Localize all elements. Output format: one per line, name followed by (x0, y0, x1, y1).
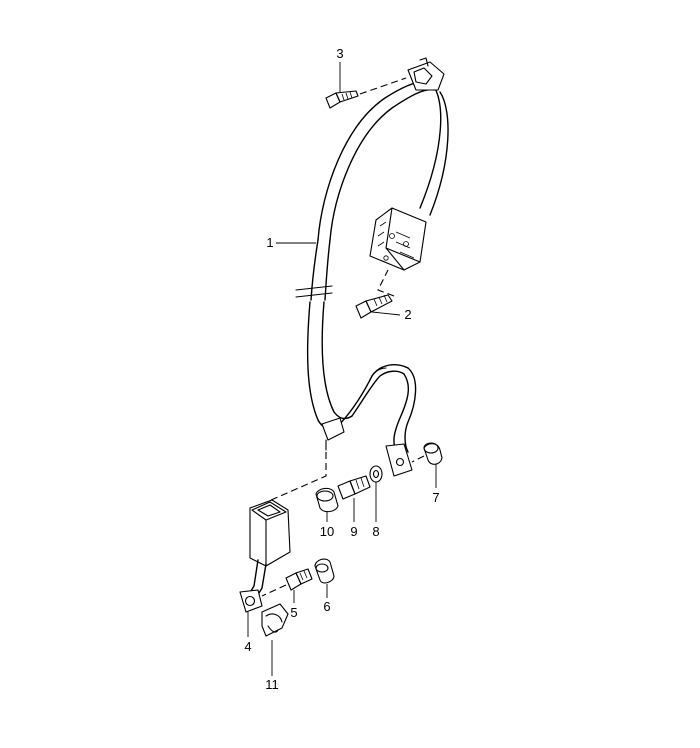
leader-lines (247, 62, 437, 676)
callout-6: 6 (323, 599, 330, 614)
upper-guide-fitting (407, 57, 445, 91)
callout-4: 4 (244, 639, 251, 654)
callout-1: 1 (266, 235, 273, 250)
part-6-cap (314, 558, 335, 584)
retractor (369, 207, 427, 271)
callout-2: 2 (404, 307, 411, 322)
callout-labels: 3 1 2 7 8 9 10 5 6 4 11 (244, 46, 439, 692)
part-1-belt-webbing (295, 80, 449, 477)
callout-5: 5 (290, 605, 297, 620)
part-10-cap (315, 487, 339, 513)
buckle-connection-line (261, 452, 327, 505)
callout-9: 9 (350, 524, 357, 539)
part-2-retractor-bolt (355, 269, 395, 319)
callout-3: 3 (336, 46, 343, 61)
callout-8: 8 (372, 524, 379, 539)
part-3-upper-bolt (325, 77, 407, 109)
callout-7: 7 (432, 490, 439, 505)
part-9-bolt (337, 475, 371, 500)
part-5-buckle-bolt (261, 568, 313, 597)
part-8-washer (369, 465, 383, 483)
callout-11: 11 (265, 677, 279, 692)
part-11-clip (261, 603, 289, 637)
callout-10: 10 (320, 524, 334, 539)
part-7-spacer (411, 442, 443, 465)
part-4-buckle (239, 499, 291, 613)
